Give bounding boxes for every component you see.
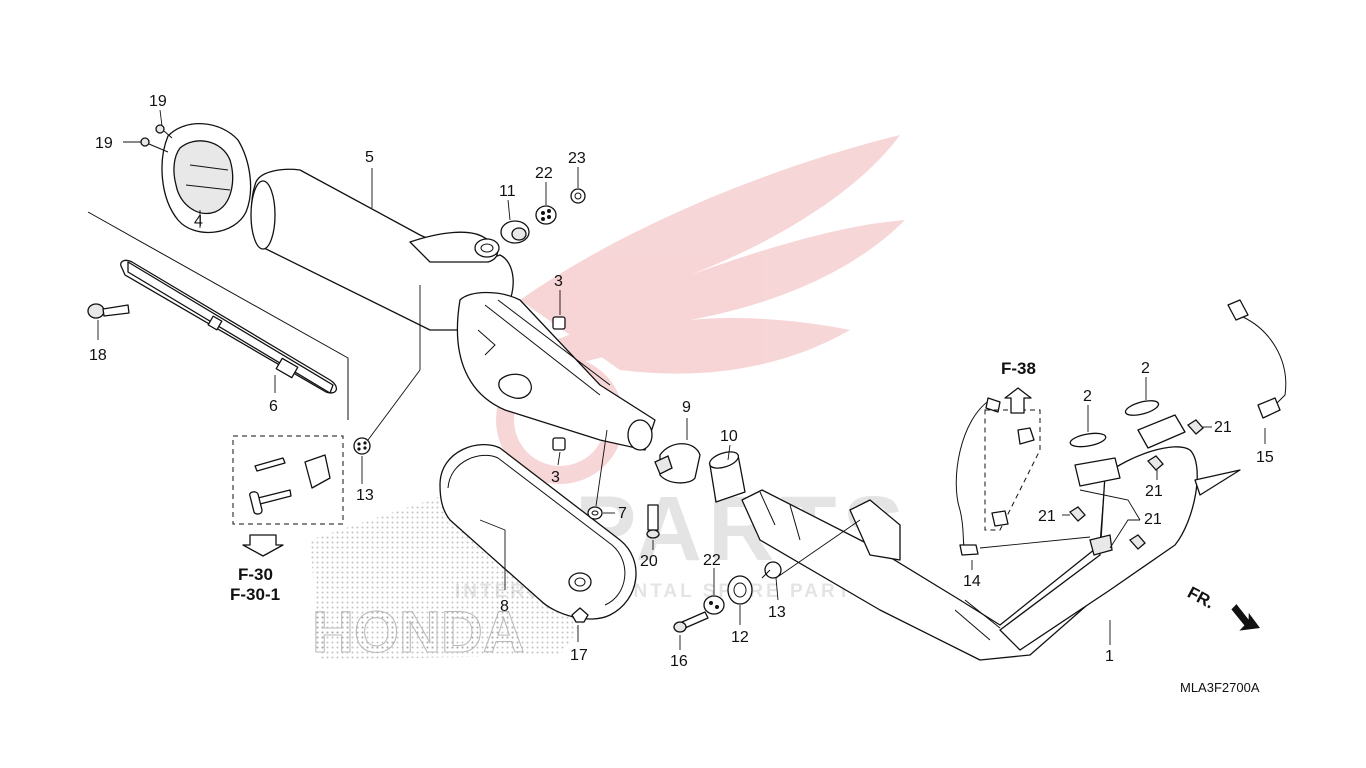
callout-14: 14 — [963, 573, 981, 590]
washer-13-upper-part — [353, 437, 371, 455]
callout-13-upper: 13 — [356, 487, 374, 504]
callout-21-a: 21 — [1214, 419, 1232, 436]
callout-10: 10 — [720, 428, 738, 445]
front-direction-arrow — [1231, 604, 1261, 631]
callout-5: 5 — [365, 149, 374, 166]
callout-21-d: 21 — [1144, 511, 1162, 528]
bolt-16-part — [673, 611, 709, 633]
diagram-code: MLA3F2700A — [1180, 680, 1260, 695]
muffler-part — [250, 168, 514, 331]
clamp-9-part — [654, 443, 701, 484]
watermark-brand: HONDA — [312, 600, 525, 665]
nut-17-part — [571, 607, 589, 623]
watermark-tagline: INTERCONTINENTAL SPARE PARTS — [455, 581, 868, 602]
callout-22-lower: 22 — [703, 552, 721, 569]
nut-21-parts — [1069, 419, 1204, 550]
reference-f30: F-30 — [238, 565, 273, 584]
leader-lines — [97, 109, 1266, 650]
callout-16: 16 — [670, 653, 688, 670]
nut-23-part — [570, 188, 586, 204]
reference-box-f30 — [232, 435, 344, 557]
callout-22-top: 22 — [535, 165, 553, 182]
heat-shield-part — [439, 443, 637, 620]
collar-3-lower-part — [552, 437, 566, 451]
callout-numbers: 19 19 4 5 18 6 11 22 23 3 3 13 7 8 17 9 … — [89, 93, 1274, 670]
front-marker-label: FR. — [1184, 583, 1217, 613]
callout-20: 20 — [640, 553, 658, 570]
callout-13-lower: 13 — [768, 604, 786, 621]
callout-17: 17 — [570, 647, 588, 664]
end-cap-part — [161, 123, 252, 234]
callout-8: 8 — [500, 598, 509, 615]
bolt-18-part — [87, 303, 130, 319]
washer-22-lower-part — [703, 595, 725, 615]
callout-15: 15 — [1256, 449, 1274, 466]
grommet-11-part — [500, 220, 530, 244]
callout-2-left: 2 — [1083, 388, 1092, 405]
o2-sensor-15-part — [1227, 299, 1287, 419]
callout-12: 12 — [731, 629, 749, 646]
gasket-2-left-part — [1069, 432, 1107, 448]
reference-f30-1: F-30-1 — [230, 585, 280, 604]
callout-18: 18 — [89, 347, 107, 364]
washer-7-part — [587, 506, 603, 520]
callout-19-left: 19 — [95, 135, 113, 152]
callout-21-c: 21 — [1038, 508, 1056, 525]
reference-box-f38 — [984, 387, 1041, 531]
exhaust-pipe-part — [741, 414, 1241, 661]
callout-21-b: 21 — [1145, 483, 1163, 500]
collar-3-upper-part — [552, 316, 566, 330]
callout-19-top: 19 — [149, 93, 167, 110]
gasket-2-right-part — [1124, 400, 1160, 416]
callout-3-lower: 3 — [551, 469, 560, 486]
reference-f38: F-38 — [1001, 359, 1036, 378]
washer-13-lower-part — [761, 561, 782, 579]
bolt-20-part — [646, 504, 660, 539]
guide-line-left — [87, 211, 349, 420]
callout-2-right: 2 — [1141, 360, 1150, 377]
callout-6: 6 — [269, 398, 278, 415]
callout-1: 1 — [1105, 648, 1114, 665]
callout-4: 4 — [194, 213, 203, 230]
callout-9: 9 — [682, 399, 691, 416]
collar-12-part — [727, 575, 753, 605]
callout-3-upper: 3 — [554, 273, 563, 290]
bracket-strap-part — [120, 259, 337, 394]
sensor-14-part — [955, 397, 1001, 556]
callout-11: 11 — [499, 183, 516, 200]
washer-22-top-part — [535, 205, 557, 225]
muffler-tail-part — [456, 291, 656, 451]
callout-23: 23 — [568, 150, 586, 167]
callout-7: 7 — [618, 505, 627, 522]
